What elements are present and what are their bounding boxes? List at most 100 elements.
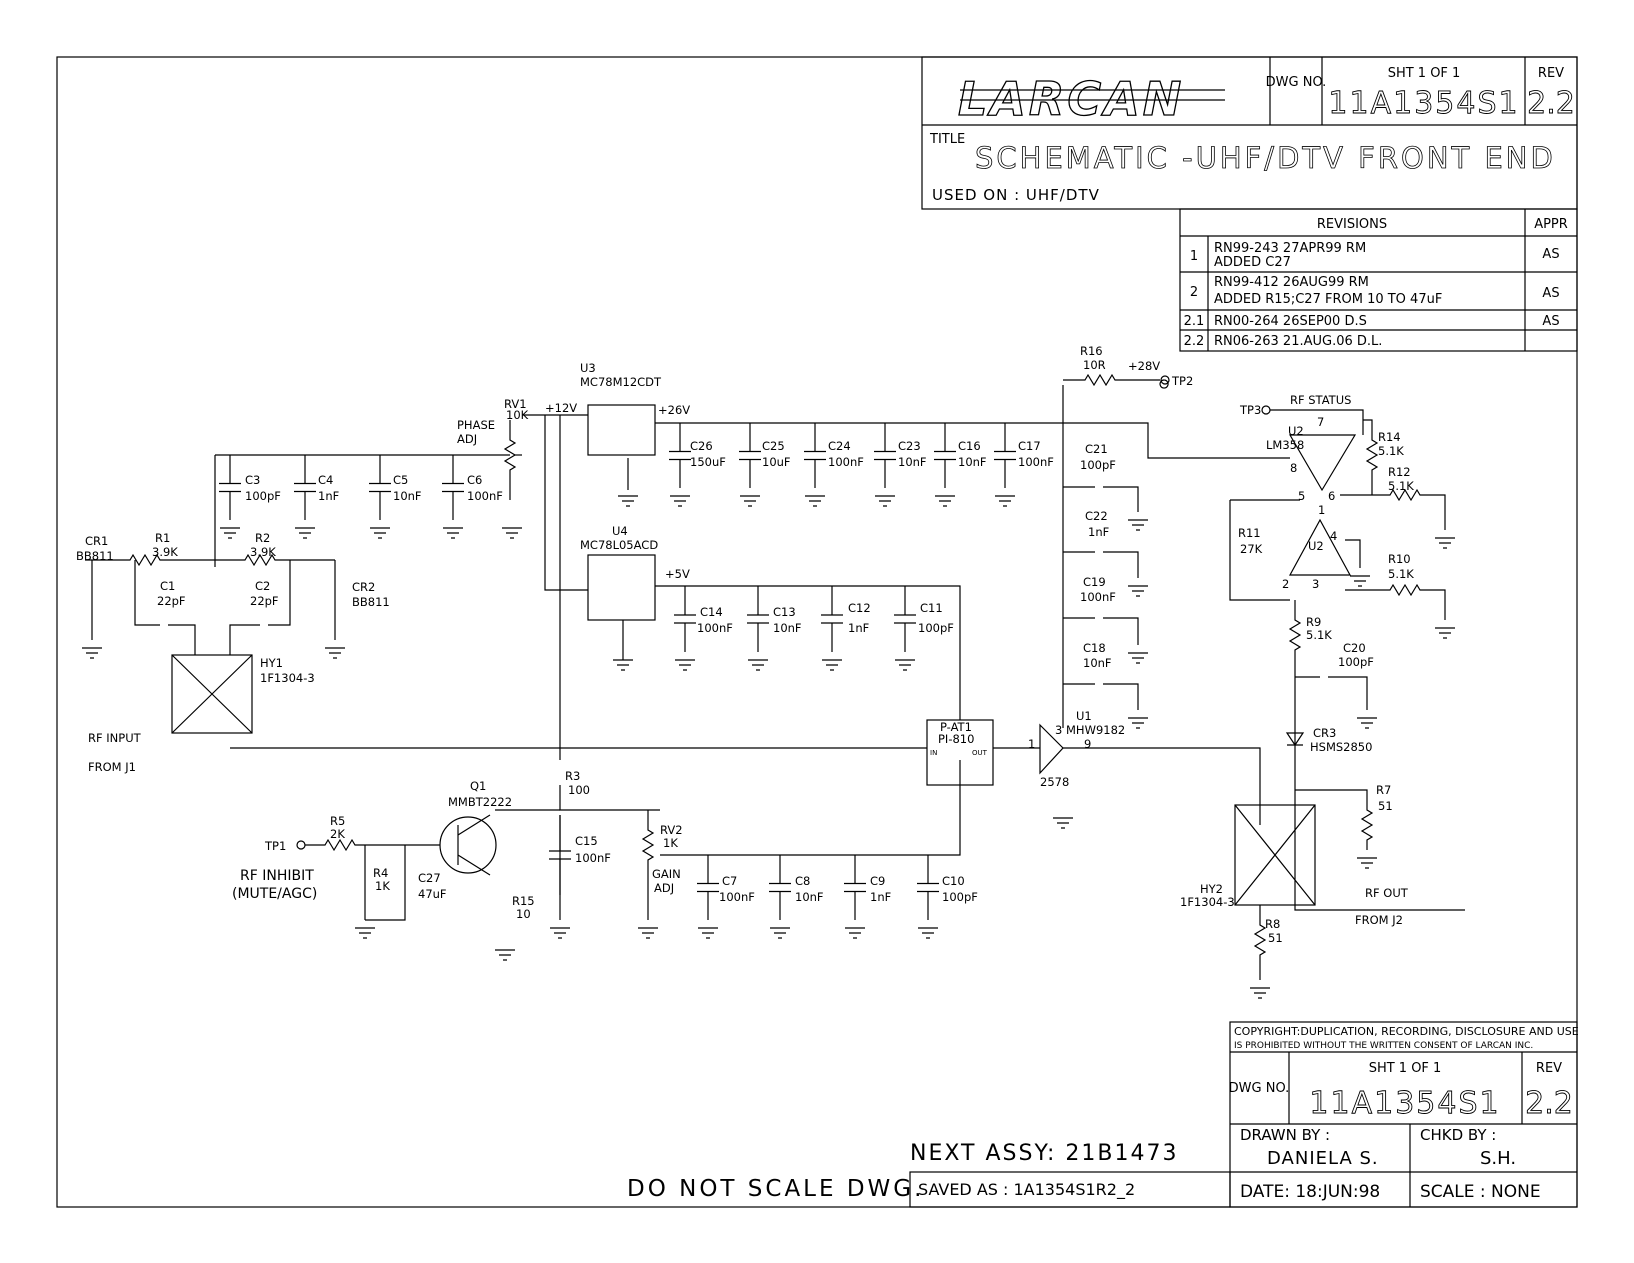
ground-u3 xyxy=(618,495,638,507)
label-c20: C20 xyxy=(1343,641,1366,655)
capacitor-5v-1 xyxy=(747,586,769,652)
label-q1-val: MMBT2222 xyxy=(448,795,512,809)
label-r8-val: 51 xyxy=(1268,931,1283,945)
label-c13: C13 xyxy=(773,605,796,619)
title-block-top: LARCAN DWG NO. SHT 1 OF 1 11A1354S1 REV … xyxy=(921,56,1578,210)
capacitor-phase-2 xyxy=(369,455,391,520)
label-r9-val: 5.1K xyxy=(1306,628,1332,642)
label-c7-val: 100nF xyxy=(719,890,755,904)
label-r2-val: 3.9K xyxy=(250,545,276,559)
label-c15: C15 xyxy=(575,834,598,848)
label-rf-status: RF STATUS xyxy=(1290,393,1351,407)
label-c12: C12 xyxy=(848,601,871,615)
label-u2a-val: LM358 xyxy=(1266,438,1304,452)
label-c21: C21 xyxy=(1085,442,1108,456)
label-c27-val: 47uF xyxy=(418,887,447,901)
dwg-number: 11A1354S1 xyxy=(1328,86,1519,121)
chkd-by-label: CHKD BY : xyxy=(1420,1126,1496,1144)
capacitor-gain-3 xyxy=(917,855,939,920)
copyright-line2: IS PROHIBITED WITHOUT THE WRITTEN CONSEN… xyxy=(1234,1041,1533,1051)
label-c3-val: 100pF xyxy=(245,489,281,503)
q1-transistor xyxy=(439,816,497,874)
label-cr2: CR2 xyxy=(352,580,375,594)
label-c17: C17 xyxy=(1018,439,1041,453)
ground-26v-4 xyxy=(935,495,955,507)
label-c6: C6 xyxy=(467,473,482,487)
capacitor-5v-2 xyxy=(821,586,843,652)
title-label: TITLE xyxy=(929,132,965,147)
label-rf-out: RF OUT xyxy=(1365,886,1409,900)
label-plus26: +26V xyxy=(658,403,690,417)
label-at1-out: OUT xyxy=(972,749,988,757)
rev-row-3-appr: AS xyxy=(1542,314,1559,329)
ground-26v-3 xyxy=(875,495,895,507)
label-q1: Q1 xyxy=(470,779,486,793)
rev-row-2-line1: RN99-412 26AUG99 RM xyxy=(1214,275,1369,290)
ground-5v-0 xyxy=(675,659,695,671)
label-gain: GAIN xyxy=(652,867,681,881)
label-r11: R11 xyxy=(1238,526,1261,540)
ground-stack-2 xyxy=(1128,652,1148,664)
label-cr2-val: BB811 xyxy=(352,595,390,609)
label-hy1-val: 1F1304-3 xyxy=(260,671,315,685)
do-not-scale: DO NOT SCALE DWG. xyxy=(627,1176,924,1202)
label-tp3: TP3 xyxy=(1239,403,1261,417)
label-phase: PHASE xyxy=(457,418,495,432)
ground-stack-1 xyxy=(1128,585,1148,597)
ground-rv2 xyxy=(638,927,658,939)
label-c16-val: 10nF xyxy=(958,455,987,469)
drawing-border xyxy=(56,56,1578,1208)
label-u1-pin1: 1 xyxy=(1028,737,1035,751)
drawing-title: SCHEMATIC -UHF/DTV FRONT END xyxy=(975,141,1556,175)
label-rv1-val: 10K xyxy=(506,408,529,422)
label-u2-pin1: 1 xyxy=(1318,503,1325,517)
drawn-by: DANIELA S. xyxy=(1267,1148,1379,1169)
ground-r10 xyxy=(1435,627,1455,639)
scale: SCALE : NONE xyxy=(1420,1182,1541,1202)
capacitor-26v-4 xyxy=(934,423,956,488)
label-r15: R15 xyxy=(512,894,535,908)
label-u4-part: MC78L05ACD xyxy=(580,538,658,552)
label-r4: R4 xyxy=(373,866,388,880)
label-rv2: RV2 xyxy=(660,823,683,837)
opamp-u2b xyxy=(1288,518,1352,576)
capacitor-26v-0 xyxy=(669,423,691,488)
label-c22-val: 1nF xyxy=(1088,525,1109,539)
label-u2-pin2: 2 xyxy=(1282,577,1289,591)
label-from-j2: FROM J2 xyxy=(1355,913,1403,927)
label-c19: C19 xyxy=(1083,575,1106,589)
label-c2: C2 xyxy=(255,579,270,593)
ground-5v-1 xyxy=(748,659,768,671)
label-u2a: U2 xyxy=(1288,424,1304,438)
capacitors xyxy=(219,423,1016,920)
label-r15-val: 10 xyxy=(516,907,531,921)
capacitor-5v-0 xyxy=(674,586,696,652)
label-rv1: RV1 xyxy=(504,397,527,411)
label-tp1: TP1 xyxy=(264,839,286,853)
label-u2-pin3: 3 xyxy=(1312,577,1319,591)
label-cr3: CR3 xyxy=(1313,726,1336,740)
capacitor-26v-2 xyxy=(804,423,826,488)
label-c14: C14 xyxy=(700,605,723,619)
rev-row-2-number: 2 xyxy=(1190,285,1198,300)
label-c11-val: 100pF xyxy=(918,621,954,635)
used-on: USED ON : UHF/DTV xyxy=(932,186,1100,204)
ground-r8 xyxy=(1250,987,1270,999)
rev-row-2-line2: ADDED R15;C27 FROM 10 TO 47uF xyxy=(1214,292,1442,307)
capacitor-phase-0 xyxy=(219,455,241,520)
ground-stack-0 xyxy=(1128,519,1148,531)
larcan-logo: LARCAN xyxy=(957,71,1225,127)
ground-c15 xyxy=(550,927,570,939)
sheet-label: SHT 1 OF 1 xyxy=(1388,66,1461,81)
capacitor-phase-3 xyxy=(442,455,464,520)
hy2-hybrid xyxy=(1234,804,1316,906)
ground-26v-1 xyxy=(740,495,760,507)
logo-text: LARCAN xyxy=(958,72,1184,126)
label-r1: R1 xyxy=(155,531,170,545)
label-c26: C26 xyxy=(690,439,713,453)
next-assy: NEXT ASSY: 21B1473 xyxy=(910,1141,1178,1166)
label-from-j1: FROM J1 xyxy=(88,760,136,774)
label-u2b: U2 xyxy=(1308,539,1324,553)
drawn-by-label: DRAWN BY : xyxy=(1240,1126,1330,1144)
